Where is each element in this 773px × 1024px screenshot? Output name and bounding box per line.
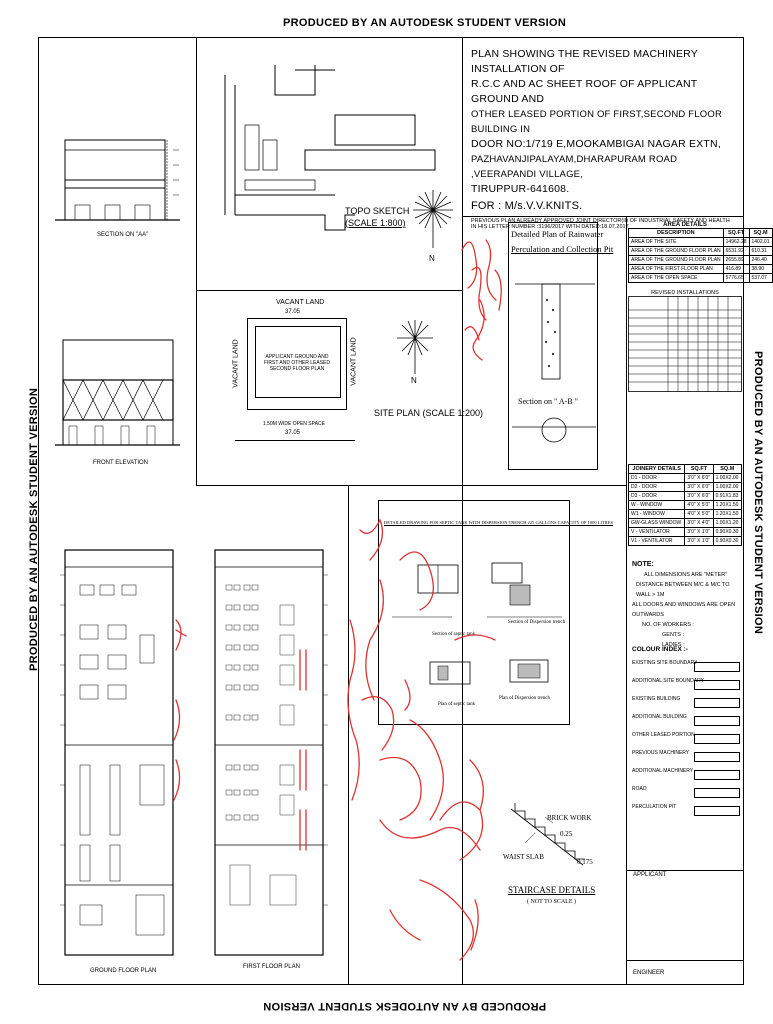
ground-floor-plan-drawing bbox=[60, 549, 174, 956]
title-block: PLAN SHOWING THE REVISED MACHINERY INSTA… bbox=[471, 47, 741, 230]
colour-index-item: OTHER LEASED PORTION bbox=[632, 732, 744, 750]
north-label-2: N bbox=[411, 376, 417, 385]
colour-index-item: PERCULATION PIT bbox=[632, 804, 744, 822]
ground-floor-plan-label: GROUND FLOOR PLAN bbox=[90, 968, 157, 974]
septic-title: DETAILED DRAWING FOR SEPTIC TANK WITH DI… bbox=[384, 520, 613, 525]
ladies-label: LADIES : bbox=[662, 642, 685, 648]
rainwater-title-1: Detailed Plan of Rainwater bbox=[511, 229, 604, 239]
colour-index-item: ADDITIONAL SITE BOUNDARY bbox=[632, 678, 744, 696]
workers-label: NO. OF WORKERS : bbox=[642, 622, 694, 628]
engineer-divider bbox=[626, 960, 744, 961]
note-line-2: DISTANCE BETWEEN M/C & M/C TO WALL > 1M bbox=[636, 582, 730, 598]
notes-heading: NOTE: bbox=[632, 561, 654, 568]
section-ab-label: Section on " A-B " bbox=[518, 397, 578, 406]
gents-label: GENTS : bbox=[662, 632, 685, 638]
not-to-scale-label: ( NOT TO SCALE ) bbox=[527, 899, 577, 905]
site-plan-center-label: APPLICANT GROUND AND FIRST AND OTHER LEA… bbox=[263, 354, 331, 372]
front-elevation-label: FRONT ELEVATION bbox=[93, 460, 149, 466]
dim-0175-label: 0.175 bbox=[577, 858, 593, 866]
approval-note-1: PREVIOUS PLAN ALREADY APPROVED JOINT DIR… bbox=[471, 218, 730, 224]
revised-installations-grid bbox=[628, 296, 742, 392]
colour-index-heading: COLOUR INDEX :- bbox=[632, 646, 688, 653]
staircase-title: STAIRCASE DETAILS bbox=[508, 885, 596, 895]
north-arrow-icon bbox=[413, 190, 453, 248]
area-details: AREA DETAILS DESCRIPTION SQ.FT SQ.M AREA… bbox=[628, 222, 773, 283]
topo-sketch-scale: (SCALE 1:800) bbox=[345, 218, 406, 228]
plan-dispersion-label: Plan of Dispersion trench bbox=[499, 696, 550, 701]
notes: NOTE: ALL DIMENSIONS ARE "METER" DISTANC… bbox=[632, 560, 742, 650]
revised-installations-title: REVISED INSTALLATIONS bbox=[651, 290, 719, 296]
colour-index-item: ROAD bbox=[632, 786, 744, 804]
applicant-divider bbox=[626, 870, 744, 871]
front-elevation-drawing bbox=[55, 339, 180, 446]
for-label: FOR : M/s.V.V.KNITS. bbox=[471, 200, 583, 212]
panel-divider-v4 bbox=[348, 485, 349, 985]
site-dim-top: 37.05 bbox=[285, 309, 301, 315]
title-line-3: OTHER LEASED PORTION OF FIRST,SECOND FLO… bbox=[471, 109, 723, 135]
panel-divider-h1 bbox=[196, 290, 462, 291]
rainwater-title-2: Perculation and Collection Pit bbox=[511, 244, 614, 254]
title-line-5: PAZHAVANJIPALAYAM,DHARAPURAM ROAD ,VEERA… bbox=[471, 154, 678, 180]
title-line-6: TIRUPPUR-641608. bbox=[471, 183, 570, 195]
first-floor-plan-drawing bbox=[214, 549, 328, 956]
colour-index-item: ADDITIONAL BUILDING bbox=[632, 714, 744, 732]
topo-sketch-drawing bbox=[224, 65, 436, 231]
colour-index-item: PREVIOUS MACHINERY bbox=[632, 750, 744, 768]
north-arrow-icon-2 bbox=[397, 320, 433, 374]
staircase-drawing bbox=[510, 803, 585, 866]
site-dim-bottom: 37.05 bbox=[285, 430, 301, 436]
plan-septic-label: Plan of septic tank bbox=[438, 702, 476, 707]
note-line-3: ALL DOORS AND WINDOWS ARE OPEN OUTWARDS bbox=[632, 602, 736, 618]
site-plan-boundary bbox=[247, 318, 347, 410]
panel-divider-v2 bbox=[462, 217, 463, 985]
rainwater-panel bbox=[508, 222, 598, 470]
colour-index-item: EXISTING BUILDING bbox=[632, 696, 744, 714]
site-plan-building bbox=[255, 326, 341, 398]
rainwater-pit-drawing bbox=[515, 283, 595, 380]
first-floor-plan-label: FIRST FLOOR PLAN bbox=[243, 964, 300, 970]
waist-slab-label: WAIST SLAB bbox=[503, 853, 544, 861]
dim-025-label: 0.25 bbox=[560, 830, 573, 838]
section-dispersion-label: Section of Dispersion trench bbox=[508, 620, 566, 625]
topo-sketch-title: TOPO SKETCH bbox=[345, 206, 410, 216]
panel-divider-v1 bbox=[196, 37, 197, 485]
colour-index-item: ADDITIONAL MACHINERY bbox=[632, 768, 744, 786]
panel-divider-h2 bbox=[196, 485, 626, 486]
applicant-label: APPLICANT bbox=[633, 872, 667, 878]
septic-panel bbox=[378, 500, 570, 725]
brick-work-label: BRICK WORK bbox=[547, 814, 592, 822]
site-road-line bbox=[235, 440, 355, 441]
panel-divider-v3 bbox=[626, 217, 627, 985]
section-aa-label: SECTION ON "AA" bbox=[97, 232, 149, 238]
vacant-land-top: VACANT LAND bbox=[276, 299, 325, 306]
colour-index-item: EXISTING SITE BOUNDARY bbox=[632, 660, 744, 678]
engineer-label: ENGINEER bbox=[633, 970, 665, 976]
site-plan-title: SITE PLAN (SCALE 1:200) bbox=[374, 408, 484, 418]
title-line-1: PLAN SHOWING THE REVISED MACHINERY INSTA… bbox=[471, 48, 698, 75]
note-line-1: ALL DIMENSIONS ARE "METER" bbox=[644, 572, 728, 578]
section-aa-drawing bbox=[55, 139, 180, 221]
revised-installations: REVISED INSTALLATIONS bbox=[628, 290, 742, 397]
north-label-1: N bbox=[429, 254, 435, 263]
title-block-frame bbox=[462, 37, 744, 217]
sheet-border bbox=[38, 37, 744, 985]
section-septic-label: Section of septic tank bbox=[432, 632, 476, 637]
rainwater-plan-drawing bbox=[512, 417, 596, 443]
watermark-top: PRODUCED BY AN AUTODESK STUDENT VERSION bbox=[283, 17, 567, 29]
area-details-title: AREA DETAILS bbox=[663, 222, 707, 228]
approval-note-2: IN HIS LETTER NUMBER :3196/2017 WITH DAT… bbox=[471, 224, 629, 230]
title-line-4: DOOR NO:1/719 E,MOOKAMBIGAI NAGAR EXTN, bbox=[471, 138, 721, 150]
septic-plan-drawing bbox=[429, 659, 549, 685]
site-road-label: 1.50M WIDE OPEN SPACE bbox=[263, 421, 325, 427]
septic-section-drawing bbox=[392, 562, 562, 618]
title-line-2: R.C.C AND AC SHEET ROOF OF APPLICANT GRO… bbox=[471, 78, 698, 105]
